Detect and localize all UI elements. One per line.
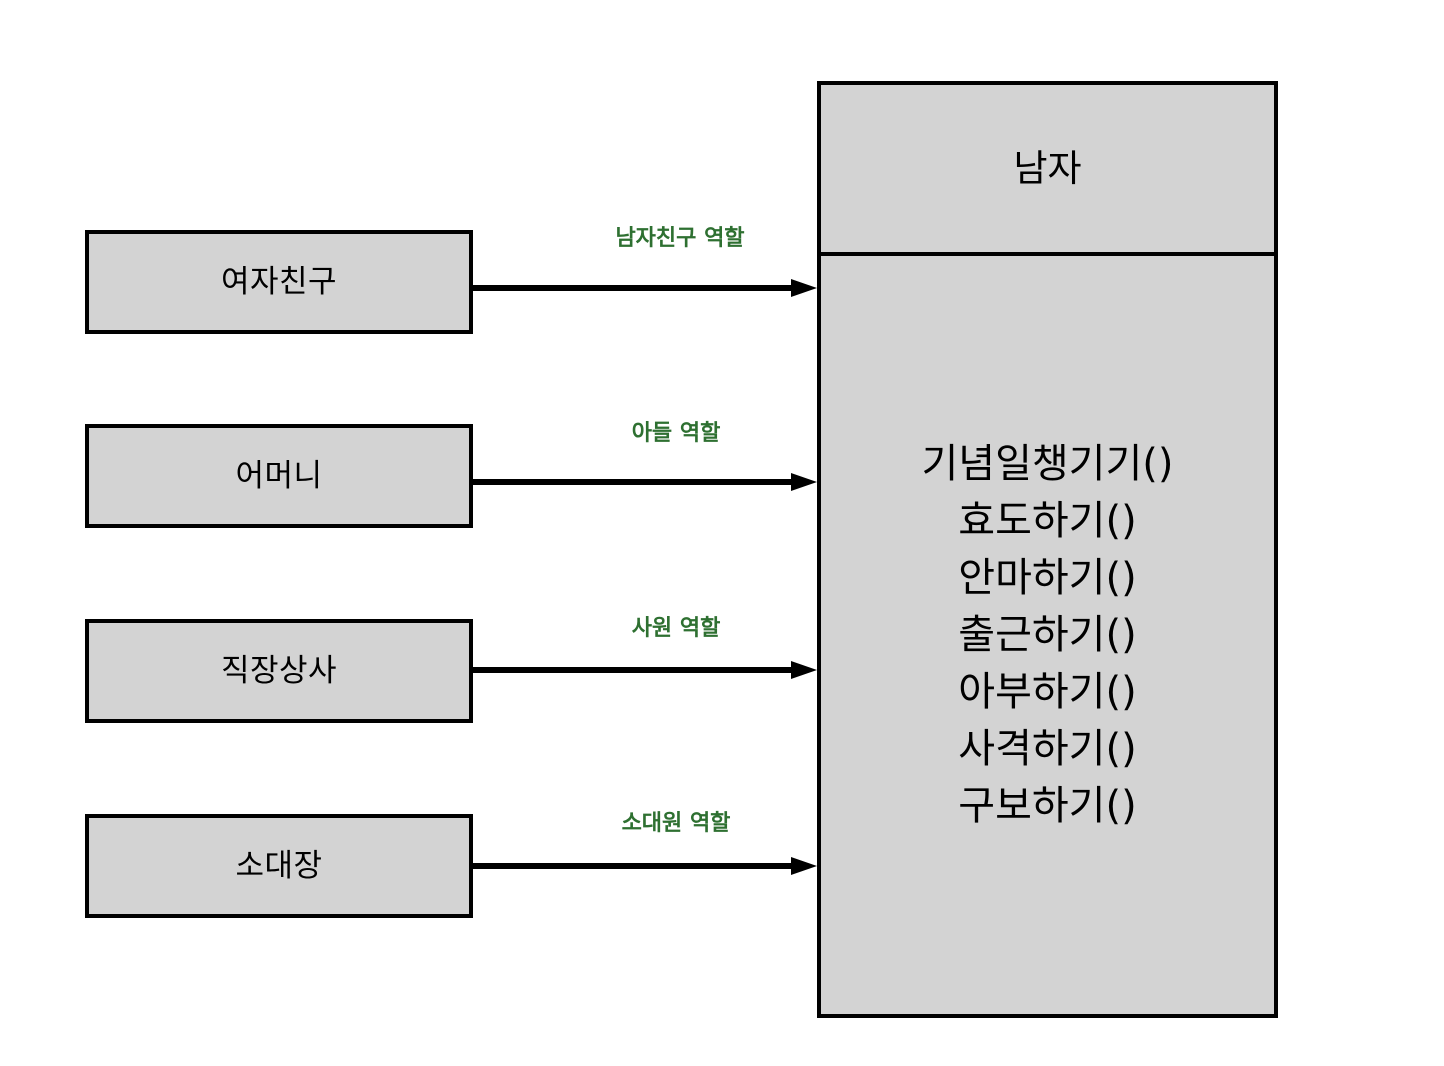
class-title-section: 남자 xyxy=(821,85,1274,256)
method-item: 기념일챙기기() xyxy=(921,440,1174,487)
association-arrow-platoon-leader xyxy=(473,857,817,875)
class-name: 남자 xyxy=(1013,147,1082,190)
actor-label: 어머니 xyxy=(235,457,323,494)
association-arrow-mother xyxy=(473,473,817,491)
arrow-line xyxy=(473,479,793,485)
class-methods-section: 기념일챙기기() 효도하기() 안마하기() 출근하기() 아부하기() 사격하… xyxy=(821,256,1274,1014)
association-arrow-boss xyxy=(473,661,817,679)
method-item: 사격하기() xyxy=(958,725,1137,772)
role-label-son: 아들 역할 xyxy=(631,421,721,446)
actor-label: 직장상사 xyxy=(220,652,338,689)
method-item: 효도하기() xyxy=(958,497,1137,544)
role-label-employee: 사원 역할 xyxy=(631,616,721,641)
role-label-boyfriend: 남자친구 역할 xyxy=(615,226,745,251)
actor-box-boss[interactable]: 직장상사 xyxy=(85,619,473,723)
arrow-line xyxy=(473,863,793,869)
method-item: 아부하기() xyxy=(958,668,1137,715)
method-item: 구보하기() xyxy=(958,782,1137,829)
class-box-man[interactable]: 남자 기념일챙기기() 효도하기() 안마하기() 출근하기() 아부하기() … xyxy=(817,81,1278,1018)
actor-box-girlfriend[interactable]: 여자친구 xyxy=(85,230,473,334)
method-item: 안마하기() xyxy=(958,554,1137,601)
arrow-head-icon xyxy=(791,473,817,491)
method-item: 출근하기() xyxy=(958,611,1137,658)
arrow-line xyxy=(473,667,793,673)
actor-label: 여자친구 xyxy=(220,263,338,300)
arrow-head-icon xyxy=(791,279,817,297)
role-label-platoon-member: 소대원 역할 xyxy=(621,811,731,836)
arrow-line xyxy=(473,285,793,291)
arrow-head-icon xyxy=(791,857,817,875)
actor-label: 소대장 xyxy=(235,847,323,884)
actor-box-platoon-leader[interactable]: 소대장 xyxy=(85,814,473,918)
arrow-head-icon xyxy=(791,661,817,679)
actor-box-mother[interactable]: 어머니 xyxy=(85,424,473,528)
association-arrow-girlfriend xyxy=(473,279,817,297)
